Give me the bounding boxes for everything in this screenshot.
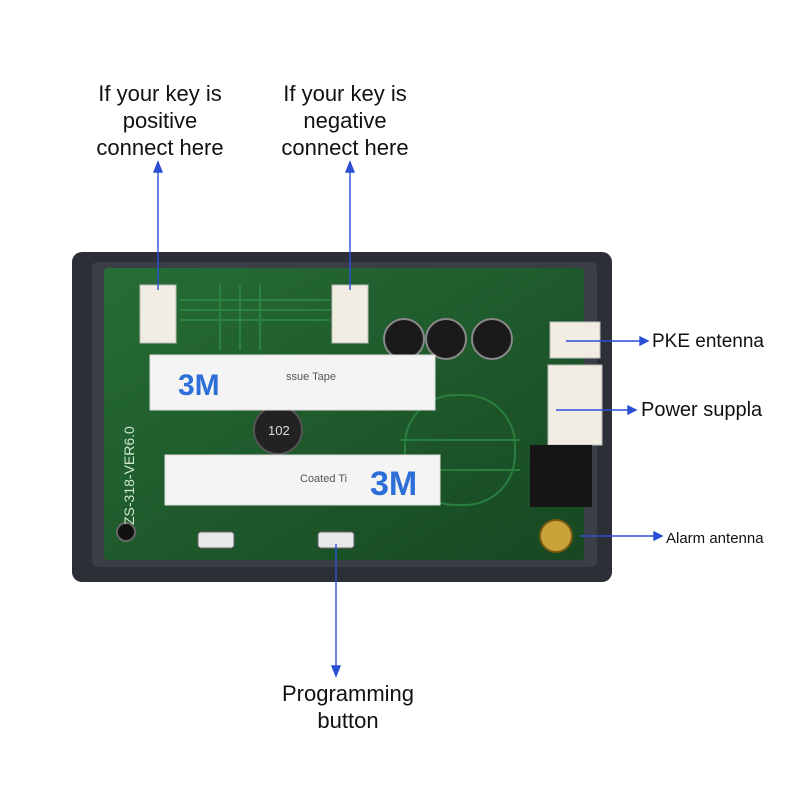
adhesive-tape-bottom bbox=[164, 454, 441, 506]
reset-button bbox=[197, 531, 235, 549]
tape-note-2: Coated Ti bbox=[300, 473, 347, 485]
capacitor-3 bbox=[471, 318, 513, 360]
positive-key-label: If your key is positive connect here bbox=[60, 80, 260, 161]
mount-hole bbox=[116, 522, 136, 542]
alarm-antenna-coil bbox=[539, 519, 573, 553]
positive-key-label-line2: positive bbox=[122, 108, 198, 133]
negative-key-label-line1: If your key is bbox=[283, 81, 407, 106]
negative-key-label: If your key is negative connect here bbox=[245, 80, 445, 161]
tape-logo-2: 3M bbox=[370, 465, 417, 503]
positive-key-label-line3: connect here bbox=[96, 135, 224, 160]
inductor-text: 102 bbox=[268, 423, 290, 438]
negative-key-label-line3: connect here bbox=[281, 135, 409, 160]
positive-key-label-line1: If your key is bbox=[98, 81, 222, 106]
negative-key-label-line2: negative bbox=[303, 108, 387, 133]
programming-button-label-line1: Programming bbox=[281, 681, 415, 706]
power-supply-connector bbox=[547, 364, 603, 446]
alarm-antenna-label: Alarm antenna bbox=[666, 530, 764, 547]
adhesive-tape-top bbox=[149, 354, 436, 411]
positive-key-connector bbox=[139, 284, 177, 344]
tape-note-1: ssue Tape bbox=[286, 371, 336, 383]
programming-button-label: Programming button bbox=[248, 680, 448, 734]
board-model-text: ZS-318-VER6.0 bbox=[121, 426, 137, 525]
negative-key-connector bbox=[331, 284, 369, 344]
capacitor-2 bbox=[425, 318, 467, 360]
power-supply-label: Power suppla bbox=[641, 399, 763, 421]
pke-antenna-label: PKE entenna bbox=[652, 331, 764, 352]
callout-arrows bbox=[152, 160, 664, 678]
pke-antenna-connector bbox=[549, 321, 601, 359]
programming-button-label-line2: button bbox=[317, 708, 379, 733]
black-connector bbox=[530, 445, 592, 507]
capacitor-1 bbox=[383, 318, 425, 360]
tape-logo-1: 3M bbox=[178, 369, 220, 402]
